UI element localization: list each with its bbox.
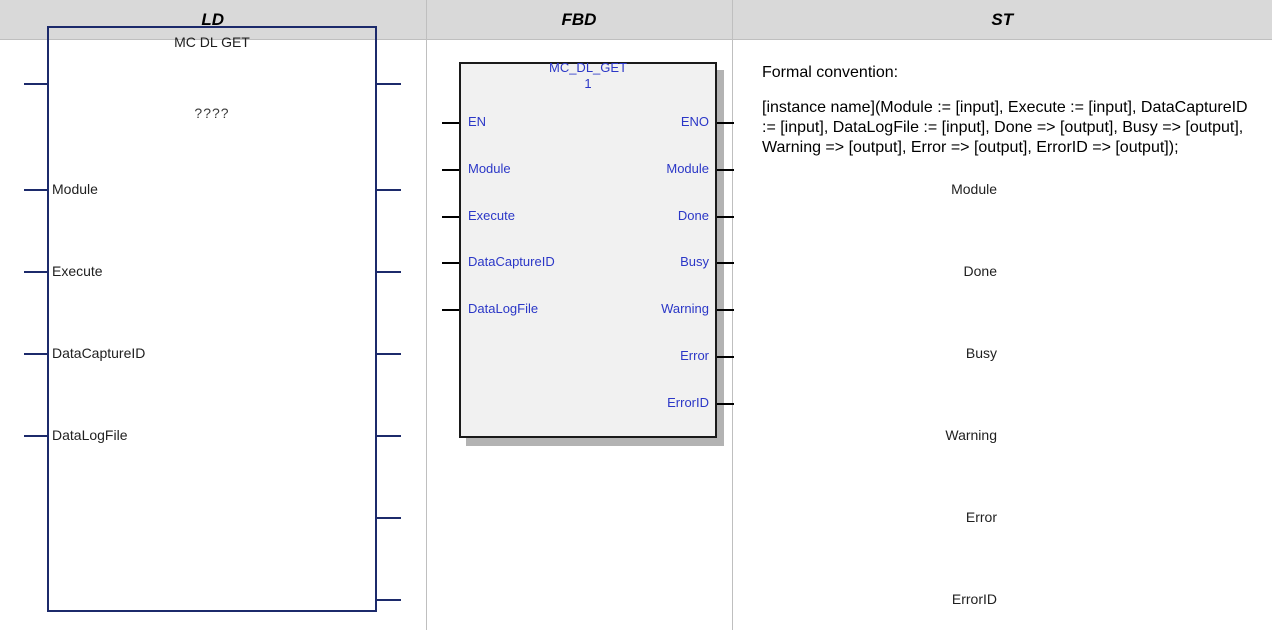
- ld-input-pin: Module: [52, 181, 98, 197]
- ld-output-line: [377, 435, 401, 437]
- fbd-output-line: [717, 309, 734, 311]
- fbd-input-line: [442, 169, 459, 171]
- st-heading: Formal convention:: [762, 64, 899, 81]
- ld-input-pin: DataLogFile: [52, 427, 128, 443]
- fbd-input-pin: Module: [468, 161, 511, 176]
- fbd-output-line: [717, 216, 734, 218]
- fbd-output-line: [717, 122, 734, 124]
- ld-output-pin: Done: [963, 263, 997, 279]
- fbd-output-line: [717, 169, 734, 171]
- ld-output-line: [377, 271, 401, 273]
- fbd-output-line: [717, 262, 734, 264]
- fbd-output-line: [717, 403, 734, 405]
- st-syntax: [instance name](Module := [input], Execu…: [762, 99, 1248, 156]
- fbd-input-line: [442, 309, 459, 311]
- ld-output-pin: ErrorID: [951, 591, 997, 607]
- fbd-output-pin: Module: [666, 161, 709, 176]
- ld-input-pin: Execute: [52, 263, 103, 279]
- fbd-output-pin: ErrorID: [667, 395, 709, 410]
- fbd-output-pin: Warning: [661, 301, 709, 316]
- fbd-output-pin: Busy: [680, 254, 709, 269]
- ld-input-line: [24, 189, 47, 191]
- ld-enable-output-line: [377, 83, 401, 85]
- ld-cell: [0, 39, 427, 630]
- fbd-input-line: [442, 122, 459, 124]
- fbd-output-pin: ENO: [680, 114, 709, 129]
- ld-output-pin: Error: [965, 509, 997, 525]
- fbd-input-pin: DataLogFile: [468, 301, 539, 316]
- ld-output-pin: Module: [951, 181, 997, 197]
- ld-input-line: [24, 435, 47, 437]
- fbd-function-block: [459, 62, 717, 438]
- fbd-input-line: [442, 216, 459, 218]
- ld-output-line: [377, 189, 401, 191]
- header-st: ST: [731, 0, 1272, 40]
- header-fbd: FBD: [425, 0, 733, 40]
- ld-instance-name: ????: [194, 105, 230, 121]
- fbd-output-line: [717, 356, 734, 358]
- ld-output-pin: Busy: [965, 345, 997, 361]
- ld-input-line: [24, 353, 47, 355]
- ld-block-title: MC DL GET: [174, 34, 250, 50]
- ld-input-pin: DataCaptureID: [52, 345, 146, 361]
- header-ld: LD: [0, 0, 427, 40]
- fbd-input-pin: EN: [468, 114, 487, 129]
- st-cell: [731, 39, 1272, 630]
- ld-output-line: [377, 517, 401, 519]
- fbd-output-pin: Error: [680, 348, 709, 363]
- fbd-input-pin: DataCaptureID: [468, 254, 555, 269]
- fbd-instance-number: 1: [584, 76, 592, 91]
- fbd-output-pin: Done: [677, 208, 709, 223]
- fbd-block-title: MC_DL_GET: [548, 60, 628, 75]
- ld-output-line: [377, 353, 401, 355]
- ld-output-line: [377, 599, 401, 601]
- fbd-input-line: [442, 262, 459, 264]
- ld-input-line: [24, 271, 47, 273]
- ld-function-block: [47, 26, 377, 612]
- fbd-input-pin: Execute: [468, 208, 515, 223]
- ld-enable-input-line: [24, 83, 47, 85]
- ld-output-pin: Warning: [945, 427, 997, 443]
